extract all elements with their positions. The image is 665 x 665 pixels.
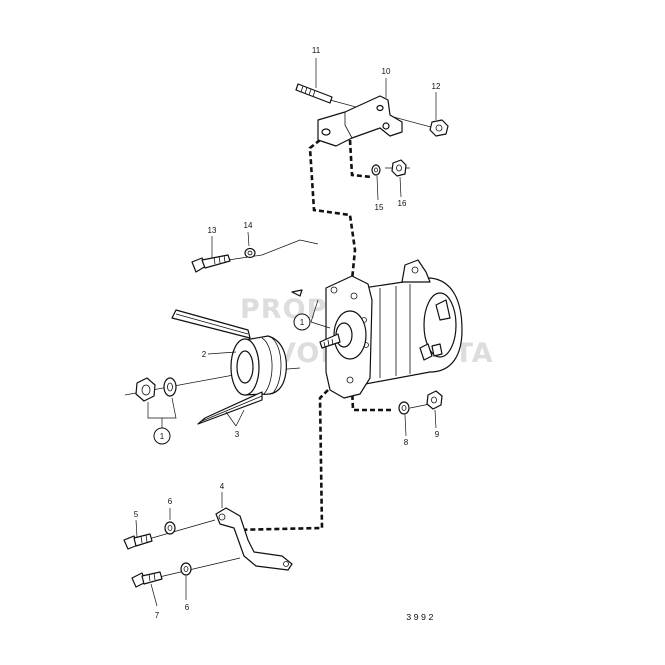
bolt-7 <box>131 571 163 588</box>
callout-5: 5 <box>134 510 139 519</box>
pulley <box>230 335 287 396</box>
callout-labels: 11 10 12 15 16 13 14 2 3 8 9 4 5 6 7 6 <box>134 46 441 620</box>
callout-11: 11 <box>312 46 321 55</box>
figure-number: 3992 <box>406 613 436 623</box>
reference-circle-upper-label: 1 <box>300 318 305 327</box>
nut-9 <box>426 390 443 410</box>
callout-leaders <box>135 58 437 607</box>
callout-16: 16 <box>398 199 407 208</box>
alternator <box>291 259 463 399</box>
reference-circle-lower: 1 <box>153 427 171 445</box>
washer-14 <box>244 247 256 259</box>
callout-15: 15 <box>375 203 384 212</box>
callout-10: 10 <box>382 67 391 76</box>
callout-4: 4 <box>220 482 225 491</box>
washer-6-upper <box>164 521 176 535</box>
bolt-13 <box>191 254 231 273</box>
washer-15 <box>371 164 381 176</box>
callout-2: 2 <box>202 350 207 359</box>
stud-bolt <box>295 83 333 104</box>
callout-3: 3 <box>235 430 240 439</box>
callout-14: 14 <box>244 221 253 230</box>
pulley-washer <box>163 377 177 397</box>
pulley-nut <box>135 377 156 402</box>
callout-6-lower: 6 <box>185 603 190 612</box>
callout-7: 7 <box>155 611 160 620</box>
callout-9: 9 <box>435 430 440 439</box>
callout-6-upper: 6 <box>168 497 173 506</box>
washer-6-lower <box>180 562 192 576</box>
bolt-5 <box>123 533 153 550</box>
adjusting-arm <box>215 507 293 571</box>
reference-circle-lower-label: 1 <box>160 432 165 441</box>
v-belt <box>171 309 263 425</box>
assembly-dashed-lines <box>231 138 392 532</box>
callout-12: 12 <box>432 82 441 91</box>
hex-nut-upper <box>429 119 449 137</box>
callout-8: 8 <box>404 438 409 447</box>
callout-13: 13 <box>208 226 217 235</box>
mounting-bracket <box>317 95 403 147</box>
washer-8 <box>398 401 410 415</box>
reference-circle-upper: 1 <box>293 313 311 331</box>
nut-16 <box>391 159 407 177</box>
